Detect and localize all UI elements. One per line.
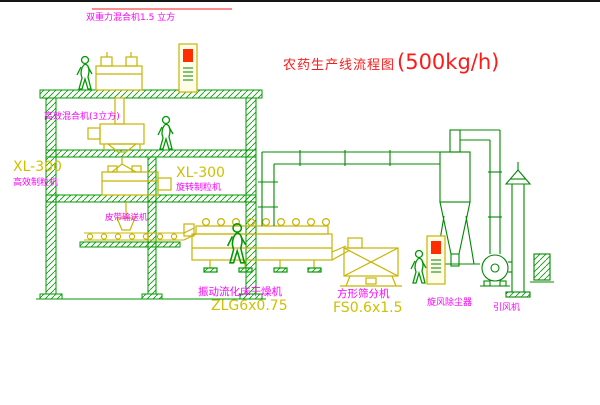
label-high-efficiency-mixer: 高效混合机(3立方) (44, 112, 120, 122)
duct-system (258, 129, 502, 254)
induced-draft-fan-machine (480, 253, 554, 287)
label-gravity-mixer: 双重力混合机1.5 立方 (86, 13, 176, 23)
label-induced-fan: 引风机 (493, 303, 521, 313)
person-figure-right (410, 249, 427, 284)
label-fluid-bed-dryer-model: ZLG6x0.75 (211, 298, 288, 314)
label-square-sifter: 方形筛分机 (337, 288, 390, 300)
rotary-granulator-machine (101, 165, 172, 231)
label-belt-conveyor: 皮带输送机 (105, 213, 148, 223)
diagram-title: 农药生产线流程图 (500kg/h) (283, 50, 499, 74)
label-granulator-center-name: 旋转制粒机 (176, 183, 222, 193)
person-figure-ground (226, 223, 247, 264)
cyclone-dust-collector (430, 129, 480, 267)
fluid-bed-dryer-machine (183, 218, 351, 273)
control-cabinet-top (178, 43, 198, 93)
gravity-mixer-machine (95, 52, 143, 125)
control-cabinet-right (426, 235, 446, 285)
person-figure-roof (76, 55, 93, 90)
label-granulator-center-model: XL-300 (176, 165, 225, 181)
person-figure-floor2 (157, 115, 174, 150)
label-granulator-left-model: XL-300 (13, 159, 62, 175)
label-fluid-bed-dryer: 振动流化床干燥机 (198, 286, 282, 298)
diagram-capacity-text: (500kg/h) (397, 50, 500, 74)
square-sifter-machine (340, 237, 402, 287)
label-square-sifter-model: FS0.6x1.5 (333, 300, 403, 316)
exhaust-stack (504, 162, 532, 298)
high-efficiency-mixer-machine (87, 123, 145, 173)
belt-conveyor-machine (84, 227, 197, 241)
fan-motor (533, 253, 551, 281)
label-cyclone: 旋风除尘器 (427, 298, 473, 308)
diagram-title-text: 农药生产线流程图 (283, 58, 396, 73)
label-granulator-left-name: 高效制粒机 (13, 178, 59, 188)
building-structure (36, 89, 266, 300)
